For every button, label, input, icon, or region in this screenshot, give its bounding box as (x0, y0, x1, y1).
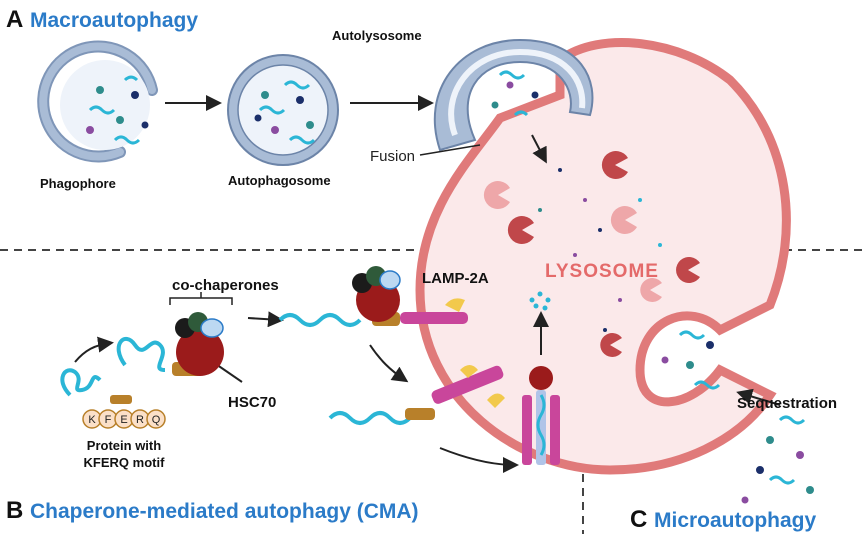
lamp2a-label: LAMP-2A (422, 270, 489, 287)
lysosomal-enzymes (483, 151, 700, 357)
co-chaperones-label: co-chaperones (172, 277, 279, 294)
fusion-label: Fusion (370, 148, 415, 165)
panel-c-title: Microautophagy (654, 509, 816, 532)
kferq-letter-q: Q (152, 414, 161, 426)
protein-label-line2: KFERQ motif (84, 455, 166, 470)
sequestration-label: Sequestration (737, 395, 837, 412)
protein-label-line1: Protein with (87, 438, 161, 453)
cargo-contents (86, 70, 814, 504)
phagophore (37, 40, 158, 163)
panel-c-letter: C (630, 506, 647, 533)
panel-b-letter: B (6, 497, 23, 524)
kferq-letter-f: F (105, 414, 112, 426)
lysosome-label: LYSOSOME (545, 261, 659, 282)
hsc70-complex-left (172, 312, 224, 376)
lysosome-membrane (415, 38, 791, 475)
lamp2a-receptor (328, 365, 505, 425)
cma-substrate-protein (60, 337, 166, 404)
kferq-letter-k: K (88, 414, 96, 426)
autophagosome-label: Autophagosome (228, 173, 331, 188)
panel-a-title: Macroautophagy (30, 9, 198, 32)
panel-b-title: Chaperone-mediated autophagy (CMA) (30, 500, 419, 523)
kferq-letter-r: R (136, 414, 144, 426)
panel-a-letter: A (6, 6, 23, 33)
kferq-letter-e: E (120, 414, 127, 426)
phagophore-label: Phagophore (40, 176, 116, 191)
hsc70-complex-membrane (278, 266, 468, 327)
kferq-motif: K F E R Q (82, 409, 166, 429)
autolysosome-vesicle (433, 38, 594, 152)
lamp2a-channel (522, 291, 560, 465)
hsc70-label: HSC70 (228, 394, 276, 411)
lysosome (415, 38, 791, 475)
autolysosome-label: Autolysosome (332, 28, 422, 43)
co-chaperones-bracket (169, 292, 233, 305)
pathway-arrows (74, 95, 781, 473)
